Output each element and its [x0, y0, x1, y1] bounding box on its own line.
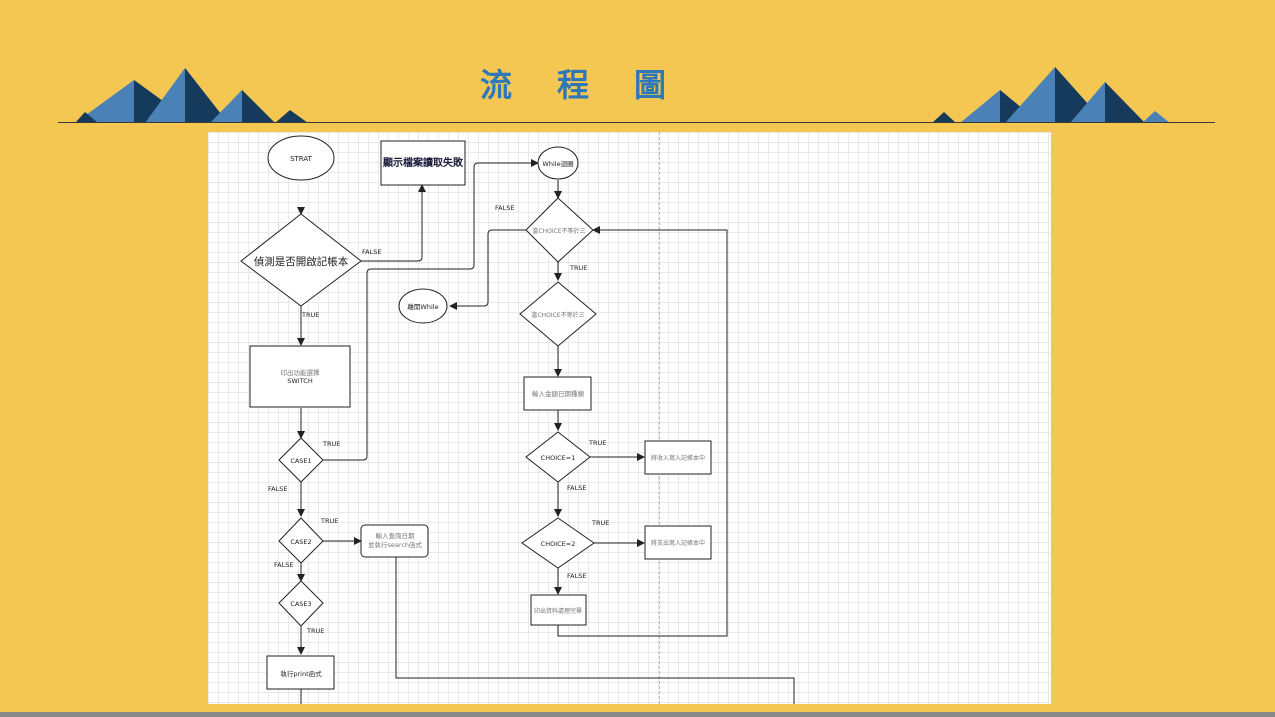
edge-label-false: FALSE	[495, 204, 514, 212]
mountain-shape	[242, 90, 275, 123]
start-node	[267, 135, 335, 181]
input-amount-box	[523, 376, 592, 411]
mountain-shape	[185, 68, 228, 123]
edge-choice3-exit	[449, 229, 526, 310]
search-text-line1: 輸入查詢日期	[376, 531, 416, 540]
edge-label-true: TRUE	[301, 311, 319, 319]
choice-ne3b-text: 當CHOICE不等於三	[531, 311, 584, 319]
slide-title: 流程圖	[480, 66, 712, 104]
fail-text: 顯示檔案讀取失敗	[383, 156, 464, 169]
while-text: While迴圈	[542, 159, 573, 168]
detect-decision	[240, 213, 362, 307]
switch-text-line2: SWITCH	[287, 377, 313, 385]
fail-box	[380, 140, 466, 186]
expense-box	[644, 525, 712, 560]
choice-ne3b-decision	[519, 281, 597, 347]
mountain-shape	[932, 112, 956, 123]
flowchart-diagram: STRAT 偵測是否開啟記帳本 顯示檔案讀取失敗 印出功能選擇 SWITCH C…	[240, 135, 795, 704]
choice1-decision	[525, 431, 591, 483]
bottom-bar	[0, 712, 1275, 717]
case3-text: CASE3	[290, 600, 311, 608]
mountain-shape	[75, 112, 98, 123]
expense-text: 將支出寫入記帳本中	[651, 539, 705, 547]
choice2-decision	[521, 517, 595, 569]
case3-decision	[278, 580, 324, 627]
mountain-shape	[1142, 111, 1170, 123]
sort-text: 印出資料處理完畢	[534, 607, 582, 615]
sort-box	[530, 594, 587, 626]
start-text: STRAT	[290, 155, 313, 163]
exit-while-text: 離開While	[407, 302, 438, 311]
income-box	[644, 440, 712, 475]
mountains-left-decoration	[75, 68, 308, 123]
edge-label-false: FALSE	[362, 248, 381, 256]
edge-label-true: TRUE	[306, 627, 324, 635]
mountains-right-decoration	[932, 67, 1170, 123]
edge-label-false: FALSE	[567, 572, 586, 580]
edge-label-false: FALSE	[268, 485, 287, 493]
income-text: 將收入寫入記帳本中	[651, 454, 705, 462]
choice1-text: CHOICE=1	[541, 454, 576, 462]
edge-detect-fail	[361, 184, 426, 262]
choice2-text: CHOICE=2	[541, 540, 576, 548]
edge-label-true: TRUE	[588, 439, 606, 447]
search-box	[360, 524, 429, 558]
case2-text: CASE2	[290, 538, 311, 546]
edge-label-true: TRUE	[591, 519, 609, 527]
choice-ne3-text: 當CHOICE不等於三	[532, 227, 585, 235]
case2-decision	[278, 517, 324, 564]
search-text-line2: 並執行search函式	[368, 540, 423, 549]
header-divider	[58, 122, 1215, 123]
edge-case1-while	[323, 159, 539, 461]
edge-label-true: TRUE	[320, 517, 338, 525]
edge-label-true: TRUE	[322, 440, 340, 448]
edge-label-false: FALSE	[567, 484, 586, 492]
page-break-line	[659, 132, 660, 704]
case1-text: CASE1	[290, 457, 311, 465]
edge-search-down	[395, 557, 795, 704]
edge-sort-loop	[557, 226, 728, 637]
mountain-shape	[275, 110, 308, 123]
switch-text-line1: 印出功能選擇	[281, 368, 321, 377]
edge-label-true: TRUE	[569, 264, 587, 272]
print-text: 執行print函式	[280, 669, 322, 678]
mountain-shape	[1105, 82, 1145, 123]
choice-ne3-decision	[525, 197, 594, 263]
exit-while-node	[398, 288, 448, 324]
detect-text: 偵測是否開啟記帳本	[254, 255, 349, 268]
switch-box	[249, 345, 351, 408]
print-box	[266, 655, 335, 690]
flowchart-canvas[interactable]: STRAT 偵測是否開啟記帳本 顯示檔案讀取失敗 印出功能選擇 SWITCH C…	[208, 132, 1051, 704]
input-amount-text: 輸入金額日期種類	[532, 389, 585, 398]
case1-decision	[278, 437, 324, 483]
edge-label-false: FALSE	[274, 561, 293, 569]
while-node	[537, 146, 579, 180]
